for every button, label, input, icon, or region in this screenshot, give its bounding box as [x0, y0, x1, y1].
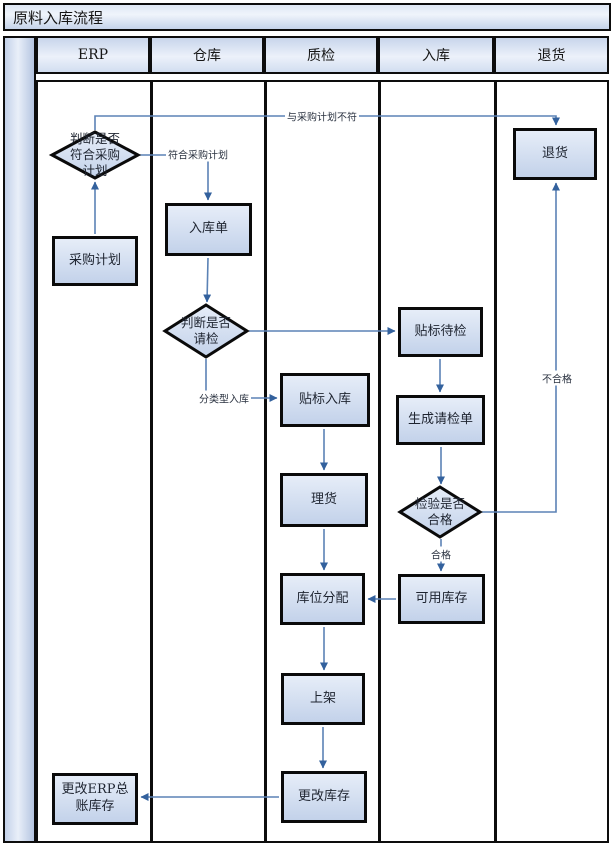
node-update-stock[interactable]: 更改库存 [281, 771, 367, 823]
lane-header-label: 质检 [307, 48, 335, 64]
lane-header-label: 入库 [422, 48, 450, 64]
lane-header-label: ERP [77, 47, 109, 63]
node-label: 更改ERP总 账库存 [61, 782, 129, 814]
node-return-goods[interactable]: 退货 [513, 128, 597, 180]
node-label: 贴标入库 [298, 391, 351, 407]
edge-label-unqualified: 不合格 [540, 370, 574, 386]
node-generate-inspection-request[interactable]: 生成请检单 [396, 395, 485, 445]
diagram-title: 原料入库流程 [13, 8, 104, 27]
node-slot-allocation[interactable]: 库位分配 [280, 573, 365, 625]
node-label: 上架 [309, 690, 336, 706]
node-label: 判断是否 请检 [180, 314, 231, 346]
lane-divider [494, 82, 497, 841]
node-check-inspection[interactable]: 判断是否 请检 [165, 305, 247, 357]
lane-header-inbound: 入库 [378, 36, 494, 74]
node-label: 采购计划 [68, 252, 121, 268]
node-label: 判断是否 符合采购 计划 [69, 130, 120, 179]
lane-header-qc: 质检 [264, 36, 378, 74]
lane-header-erp: ERP [36, 36, 150, 74]
node-label: 退货 [541, 145, 568, 161]
lane-divider [264, 82, 267, 841]
node-check-qualified[interactable]: 检验是否 合格 [400, 487, 480, 537]
node-label: 检验是否 合格 [414, 495, 465, 527]
node-label: 贴标待检 [414, 323, 467, 339]
lane-header-label: 仓库 [193, 48, 221, 64]
node-label: 入库单 [188, 221, 228, 237]
node-check-purchase-plan[interactable]: 判断是否 符合采购 计划 [52, 130, 138, 179]
node-label-pending-inspection[interactable]: 贴标待检 [398, 307, 483, 357]
left-frame-strip [3, 36, 36, 843]
edge-label-classified-inbound: 分类型入库 [197, 390, 251, 406]
node-label: 库位分配 [296, 590, 349, 606]
lane-header-label: 退货 [537, 48, 566, 64]
edge-label-match: 符合采购计划 [166, 146, 230, 162]
node-update-erp-ledger[interactable]: 更改ERP总 账库存 [52, 773, 138, 825]
edge-label-qualified: 合格 [429, 546, 453, 562]
node-tally[interactable]: 理货 [280, 473, 368, 527]
node-purchase-plan[interactable]: 采购计划 [52, 236, 138, 286]
node-available-stock[interactable]: 可用库存 [398, 574, 485, 624]
diamond-shape [400, 487, 480, 537]
edge-label-mismatch: 与采购计划不符 [285, 108, 359, 124]
node-shelving[interactable]: 上架 [281, 673, 365, 725]
diamond-shape [165, 305, 247, 357]
node-label: 更改库存 [297, 788, 350, 804]
node-label: 生成请检单 [407, 411, 473, 427]
node-label-inbound[interactable]: 贴标入库 [280, 373, 370, 427]
lane-body-area [36, 80, 609, 843]
diamond-shape [52, 132, 138, 178]
node-label: 理货 [310, 491, 337, 507]
node-receipt-note[interactable]: 入库单 [165, 203, 252, 256]
lane-divider [150, 82, 153, 841]
lane-header-warehouse: 仓库 [150, 36, 264, 74]
lane-header-return: 退货 [494, 36, 609, 74]
lane-divider [378, 82, 381, 841]
diagram-title-bar: 原料入库流程 [3, 3, 611, 31]
node-label: 可用库存 [415, 590, 468, 606]
